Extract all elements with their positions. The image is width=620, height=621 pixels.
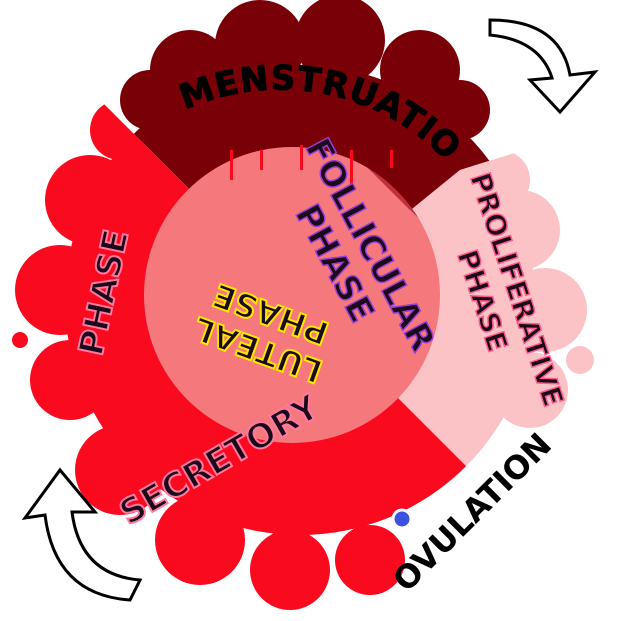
- ovum-icon: [391, 508, 413, 530]
- inner-circle: [144, 147, 440, 443]
- cycle-arrow-top-right-icon: [488, 18, 599, 115]
- cycle-arrow-bottom-left-icon: [21, 467, 143, 602]
- blood-drips: [230, 145, 393, 185]
